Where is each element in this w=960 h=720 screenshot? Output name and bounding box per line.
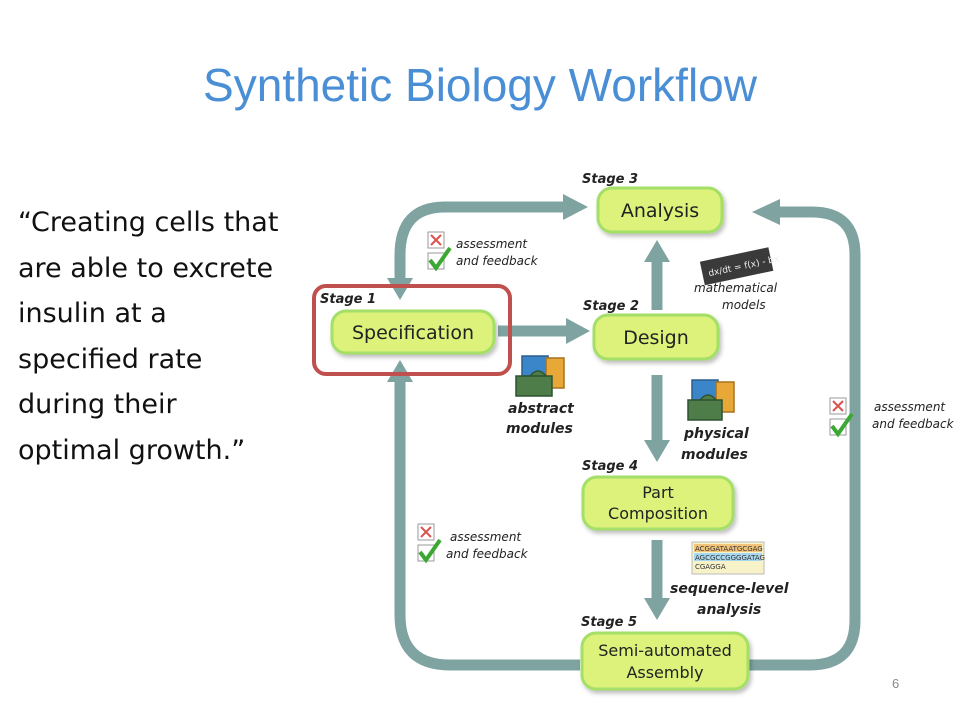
- annotation-label: abstract: [508, 401, 575, 417]
- stage-name: Specification: [352, 322, 474, 344]
- mathematical-models: dx/dt = f(x) - bx mathematical models: [694, 247, 781, 312]
- arrowhead: [387, 278, 413, 300]
- annotation-label: modules: [506, 421, 573, 437]
- cross-icon: [420, 526, 432, 538]
- arrowhead: [644, 598, 670, 620]
- annotation-label: mathematical: [694, 281, 778, 295]
- arrows: [394, 201, 861, 671]
- stage-5-node: Stage 5 Semi-automated Assembly: [580, 615, 750, 691]
- arrowhead: [566, 318, 590, 344]
- feedback-label: and feedback: [446, 547, 529, 561]
- stage-name: Analysis: [621, 200, 699, 222]
- quote-line: optimal growth.”: [18, 434, 246, 466]
- stage-name: Composition: [608, 504, 708, 523]
- arrowhead: [752, 199, 780, 225]
- page-number: 6: [892, 676, 900, 691]
- stage-name: Assembly: [626, 663, 703, 682]
- quote-line: specified rate: [18, 343, 203, 375]
- abstract-modules: abstract modules: [506, 355, 575, 437]
- quote-line: “Creating cells that: [18, 207, 279, 238]
- annotation-label: analysis: [697, 602, 761, 618]
- annotation-label: sequence-level: [670, 581, 789, 597]
- feedback-label: assessment: [874, 400, 946, 414]
- sequence-line: AGCGCCGGGGATAG: [695, 554, 765, 562]
- sequence-line: ACGGATAATGCGAG: [695, 545, 763, 553]
- annotation-label: models: [722, 298, 766, 312]
- arrowhead: [387, 360, 413, 382]
- slide-title: Synthetic Biology Workflow: [203, 59, 757, 111]
- quote-text: “Creating cells that are able to excrete…: [18, 200, 318, 473]
- arrowhead: [644, 240, 670, 262]
- arrow-analysis-to-spec: [394, 201, 565, 280]
- feedback-label: and feedback: [456, 254, 539, 268]
- physical-modules: physical modules: [681, 379, 749, 463]
- cross-icon: [430, 234, 442, 246]
- sequence-image: ACGGATAATGCGAG AGCGCCGGGGATAG CGAGGA: [691, 541, 765, 575]
- feedback-bottom: assessment and feedback: [417, 523, 529, 564]
- check-icon: [418, 538, 442, 564]
- stage-label: Stage 4: [582, 459, 638, 474]
- arrowhead: [563, 194, 588, 220]
- equation-icon: [699, 247, 774, 286]
- annotation-label: physical: [683, 426, 749, 442]
- sequence-analysis: ACGGATAATGCGAG AGCGCCGGGGATAG CGAGGA seq…: [670, 541, 789, 618]
- sequence-line: CGAGGA: [695, 563, 726, 571]
- arrowheads: [387, 194, 780, 620]
- quote-line: during their: [18, 389, 177, 420]
- quote-line: insulin at a: [18, 298, 167, 329]
- highlight-box: [312, 284, 512, 376]
- feedback-right: assessment and feedback: [829, 397, 955, 438]
- stage-name: Design: [623, 327, 689, 349]
- annotation-label: modules: [681, 447, 748, 463]
- stage-label: Stage 2: [583, 299, 639, 314]
- stage-4-node: Stage 4 Part Composition: [581, 459, 735, 531]
- stage-name: Part: [642, 483, 674, 502]
- check-icon: [428, 246, 452, 272]
- feedback-label: assessment: [450, 530, 522, 544]
- puzzle-icon: [687, 379, 735, 421]
- cross-icon: [832, 400, 844, 412]
- stage-1-node: Stage 1 Specification: [320, 292, 496, 355]
- feedback-label: assessment: [456, 237, 528, 251]
- arrow-assembly-to-analysis: [748, 206, 861, 671]
- puzzle-icon: [515, 355, 565, 397]
- stage-3-node: Stage 3 Analysis: [582, 172, 724, 234]
- quote-line: are able to excrete: [18, 252, 274, 284]
- feedback-top: assessment and feedback: [427, 231, 539, 272]
- check-icon: [830, 412, 854, 438]
- stage-name: Semi-automated: [598, 641, 731, 660]
- stage-label: Stage 3: [582, 172, 638, 187]
- stage-label: Stage 1: [320, 292, 376, 307]
- stage-label: Stage 5: [581, 615, 637, 630]
- arrowhead: [644, 440, 670, 462]
- feedback-label: and feedback: [872, 417, 955, 431]
- arrow-assembly-to-spec: [394, 380, 580, 671]
- stage-2-node: Stage 2 Design: [583, 299, 720, 361]
